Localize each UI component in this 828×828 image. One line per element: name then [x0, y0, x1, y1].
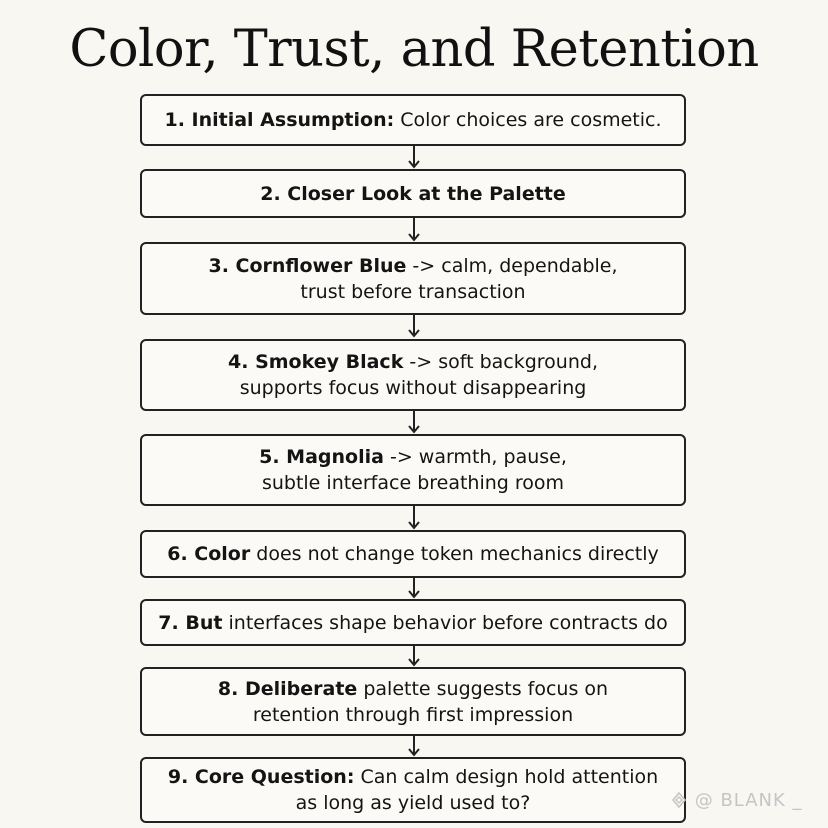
step-8-line-2: retention through first impression	[252, 703, 574, 726]
step-7-lead: 7. But	[158, 611, 223, 634]
flow-arrow-7	[407, 646, 421, 668]
step-5-lead: 5. Magnolia	[259, 446, 384, 468]
flow-step-1: 1. Initial Assumption: Color choices are…	[140, 94, 686, 146]
step-4-line-1: 4. Smokey Black -> soft background,	[228, 349, 598, 375]
step-5-text: -> warmth, pause,	[383, 446, 567, 468]
flow-arrow-3	[407, 315, 421, 339]
step-3-line-2: trust before transaction	[300, 280, 526, 303]
step-5-line-1: 5. Magnolia -> warmth, pause,	[259, 444, 567, 470]
step-9-line-1: 9. Core Question: Can calm design hold a…	[168, 764, 658, 790]
flow-arrow-1	[407, 146, 421, 170]
step-8-text: palette suggests focus on	[357, 677, 609, 700]
step-6-line-1: 6. Color does not change token mechanics…	[167, 541, 659, 567]
flow-step-2: 2. Closer Look at the Palette	[140, 169, 686, 218]
flow-step-9: 9. Core Question: Can calm design hold a…	[140, 757, 686, 823]
step-7-text: interfaces shape behavior before contrac…	[222, 611, 668, 634]
flow-arrow-4	[407, 411, 421, 435]
step-2-line-1: 2. Closer Look at the Palette	[260, 181, 566, 207]
step-1-lead: 1. Initial Assumption:	[164, 109, 395, 131]
step-4-text: -> soft background,	[403, 351, 598, 373]
step-4-line-2: supports focus without disappearing	[239, 377, 587, 399]
watermark: @ BLANK _	[670, 790, 803, 811]
flow-arrow-8	[407, 736, 421, 758]
step-4-lead: 4. Smokey Black	[228, 351, 404, 373]
watermark-text: @ BLANK _	[694, 790, 803, 811]
step-5-line-2: subtle interface breathing room	[261, 472, 565, 494]
flow-arrow-5	[407, 506, 421, 531]
flow-step-4: 4. Smokey Black -> soft background, supp…	[140, 339, 686, 411]
step-1-text: Color choices are cosmetic.	[394, 109, 662, 131]
step-9-text: Can calm design hold attention	[354, 766, 659, 788]
step-9-lead: 9. Core Question:	[167, 766, 355, 788]
step-3-text: -> calm, dependable,	[406, 254, 618, 277]
step-1-line-1: 1. Initial Assumption: Color choices are…	[164, 107, 661, 133]
flow-arrow-2	[407, 218, 421, 243]
step-2-lead: 2. Closer Look at the Palette	[260, 182, 566, 205]
flow-step-3: 3. Cornflower Blue -> calm, dependable, …	[140, 242, 686, 315]
step-6-lead: 6. Color	[167, 543, 251, 565]
step-6-text: does not change token mechanics directly	[250, 543, 659, 565]
step-9-line-2: as long as yield used to?	[295, 792, 531, 814]
flow-step-8: 8. Deliberate palette suggests focus on …	[140, 667, 686, 736]
diagram-title: Color, Trust, and Retention	[69, 20, 759, 79]
watermark-logo-icon	[670, 791, 688, 809]
flow-arrow-6	[407, 578, 421, 600]
step-3-line-1: 3. Cornflower Blue -> calm, dependable,	[208, 253, 617, 279]
flow-step-5: 5. Magnolia -> warmth, pause, subtle int…	[140, 434, 686, 506]
step-3-lead: 3. Cornflower Blue	[208, 254, 407, 277]
step-8-line-1: 8. Deliberate palette suggests focus on	[218, 676, 608, 702]
flow-step-7: 7. But interfaces shape behavior before …	[140, 599, 686, 646]
flow-step-6: 6. Color does not change token mechanics…	[140, 530, 686, 578]
step-7-line-1: 7. But interfaces shape behavior before …	[158, 610, 667, 636]
step-8-lead: 8. Deliberate	[217, 677, 358, 700]
